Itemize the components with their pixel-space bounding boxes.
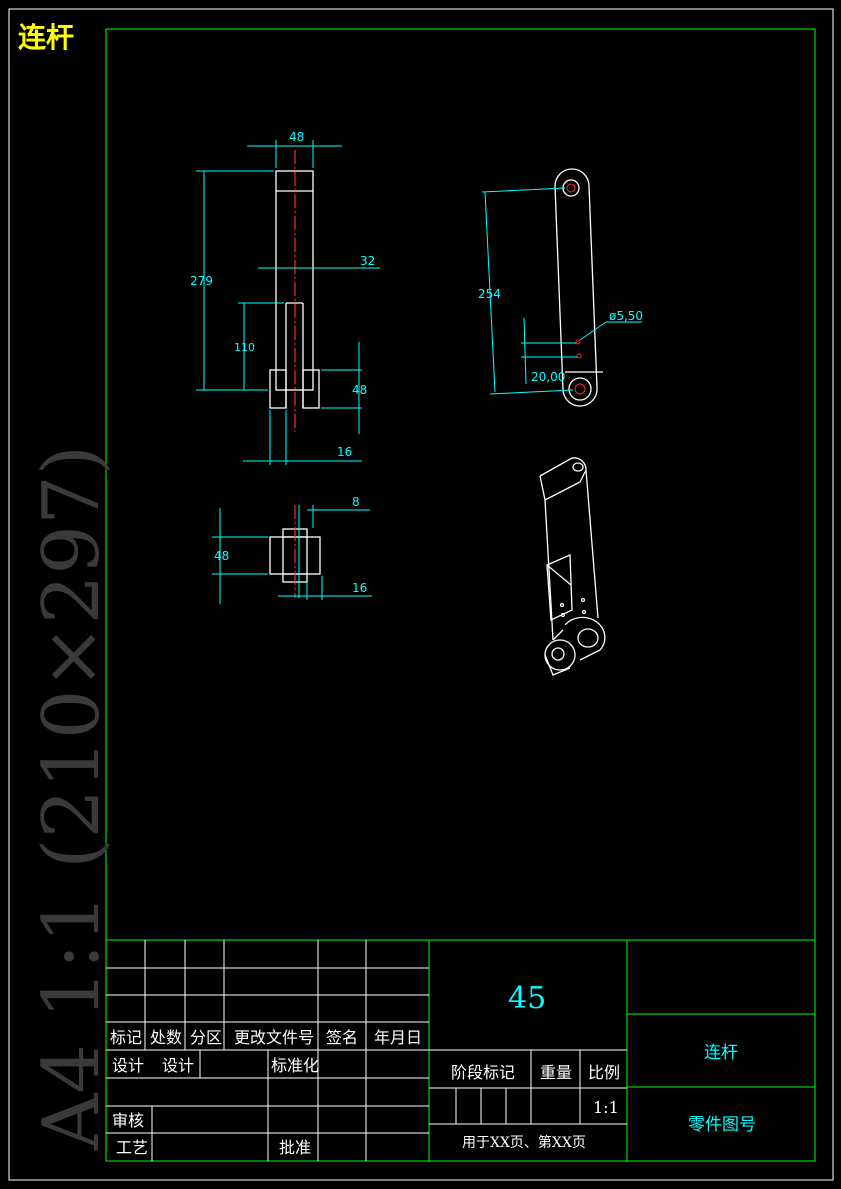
sheet-info: 用于XX页、第XX页	[462, 1134, 586, 1151]
fork-right	[302, 369, 320, 409]
sheet-size-label: A4 1:1 (210×297)	[27, 445, 117, 1151]
top-view: 8 48 16	[212, 495, 372, 604]
process-label: 工艺	[116, 1138, 148, 1157]
dim-center-254: 254	[478, 287, 501, 301]
dim-top-8: 8	[352, 495, 360, 509]
dim-top-48: 48	[214, 549, 229, 563]
weight-label: 重量	[540, 1063, 572, 1082]
drawing-title: 连杆	[18, 21, 74, 54]
standardization-label: 标准化	[271, 1056, 319, 1075]
header-mark: 标记	[110, 1028, 142, 1047]
header-change-doc: 更改文件号	[234, 1028, 314, 1047]
header-date: 年月日	[374, 1028, 422, 1047]
link-body	[275, 170, 314, 391]
dim-slot-110: 110	[234, 341, 255, 354]
drawing-frame	[105, 28, 816, 1162]
review-label: 审核	[112, 1111, 144, 1130]
header-count: 处数	[150, 1028, 182, 1047]
design-value: 设计	[162, 1056, 194, 1075]
fork-left	[269, 369, 287, 409]
dim-hole-dia: ø5,50	[609, 309, 643, 323]
dim-fork-16: 16	[337, 445, 352, 459]
stage-mark-label: 阶段标记	[451, 1063, 515, 1082]
design-label: 设计	[112, 1056, 144, 1075]
header-zone: 分区	[190, 1028, 222, 1047]
dim-fork-48: 48	[352, 383, 367, 397]
dim-offset-20: 20,00	[531, 370, 565, 384]
dim-height-279: 279	[190, 274, 213, 288]
scale-label: 比例	[588, 1063, 620, 1082]
title-block: 标记 处数 分区 更改文件号 签名 年月日 设计 设计 标准化 审核 工艺 批准…	[106, 939, 815, 1161]
dim-top-16: 16	[352, 581, 367, 595]
scale-value: 1:1	[593, 1098, 619, 1117]
side-view: 254 ø5,50 20,00	[478, 168, 643, 407]
header-signature: 签名	[326, 1028, 358, 1047]
dim-slot-32: 32	[360, 254, 375, 268]
sheet-border	[8, 8, 834, 1181]
front-view: 48 279 32 110 48 16	[190, 130, 380, 465]
drawing-number: 零件图号	[688, 1115, 756, 1135]
iso-view	[539, 457, 606, 676]
dim-width-48: 48	[289, 130, 304, 144]
material: 45	[508, 981, 546, 1016]
part-name: 连杆	[704, 1043, 738, 1063]
approve-label: 批准	[279, 1138, 311, 1157]
